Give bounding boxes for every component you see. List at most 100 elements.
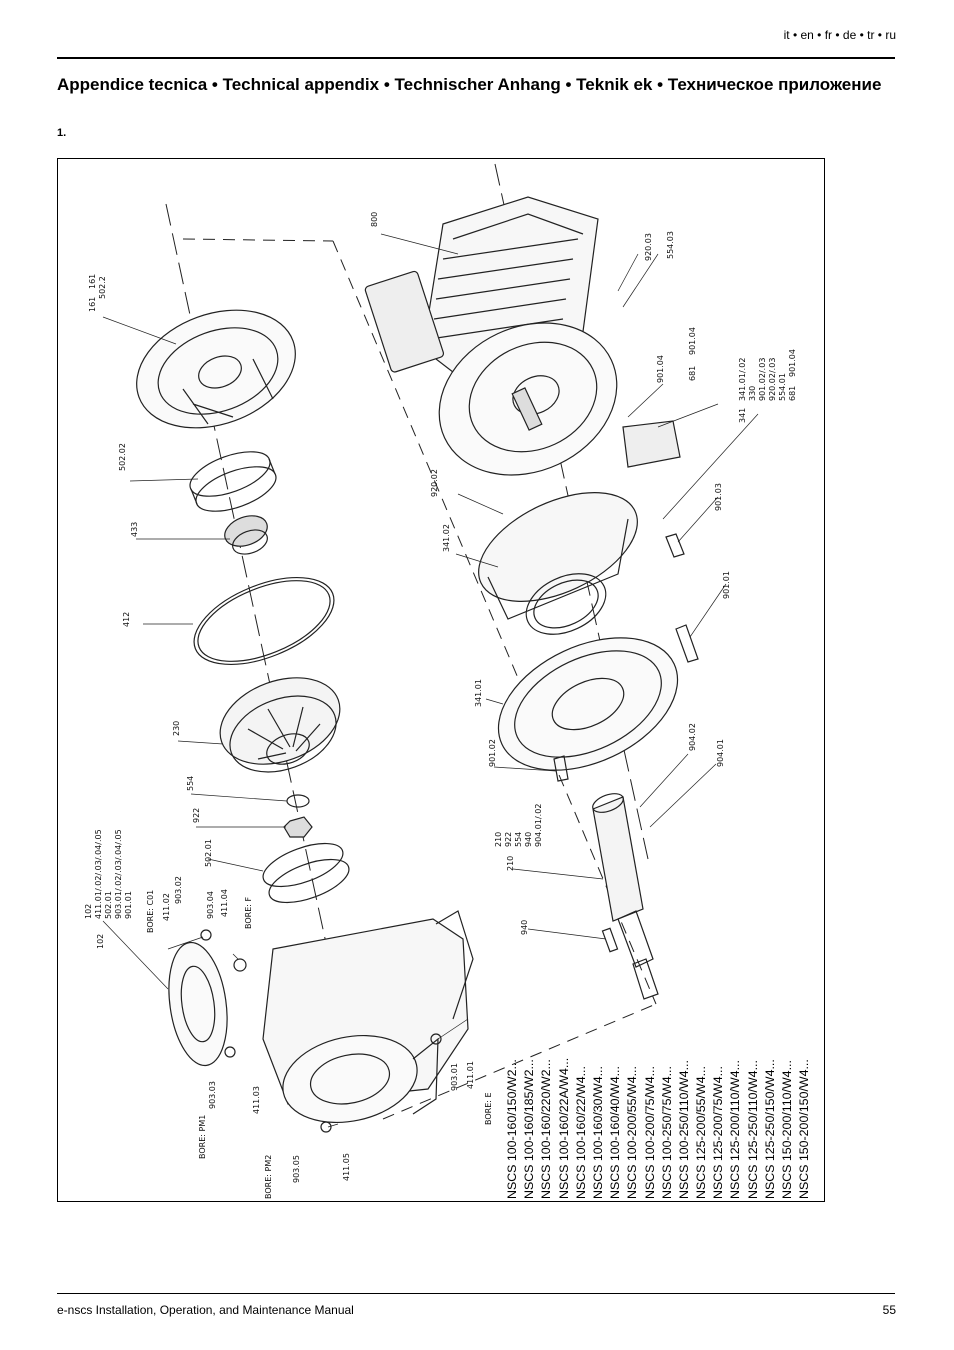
leader-line xyxy=(689,583,727,638)
model-item: NSCS 100-160/30/W4... xyxy=(590,1066,605,1199)
bolt-901-01 xyxy=(675,624,699,663)
leader-line xyxy=(190,793,288,802)
leader-line xyxy=(232,953,239,960)
model-item: NSCS 100-160/150/W2... xyxy=(505,1059,519,1199)
leader-line xyxy=(617,253,639,292)
axis-line xyxy=(382,1003,657,1120)
mechanical-seal-433 xyxy=(224,515,268,555)
washer-554 xyxy=(286,794,310,808)
label-800: 800 xyxy=(370,211,379,227)
shaft-210 xyxy=(592,793,659,1000)
label-161-group: 161 xyxy=(88,273,97,289)
label-901-02: 901.02 xyxy=(488,739,497,767)
footer-manual-title: e-nscs Installation, Operation, and Main… xyxy=(57,1303,354,1317)
model-item: NSCS 100-250/75/W4... xyxy=(659,1066,674,1199)
figure-number: 1. xyxy=(57,127,67,139)
guard-681 xyxy=(622,420,681,468)
leader-line xyxy=(129,478,199,482)
model-item: NSCS 125-200/55/W4... xyxy=(694,1066,709,1199)
label-230: 230 xyxy=(172,720,181,736)
label-102-group: 102 xyxy=(84,903,93,919)
model-item: NSCS 125-200/110/W4... xyxy=(728,1060,743,1199)
plug-903-03 xyxy=(224,1046,236,1058)
leader-line xyxy=(207,858,264,872)
leader-line xyxy=(485,698,504,705)
leader-line xyxy=(627,383,664,418)
wear-ring-502-02 xyxy=(189,451,277,512)
axis-line xyxy=(332,240,657,1005)
label-502-01: 502.01 xyxy=(204,839,213,867)
leader-line xyxy=(657,403,719,428)
model-item: NSCS 100-250/110/W4... xyxy=(676,1060,691,1199)
model-item: NSCS 100-160/40/W4... xyxy=(608,1066,623,1199)
label-554-01: 554.01 xyxy=(778,373,787,401)
label-554-group: 554 xyxy=(514,831,523,847)
label-210-group: 210 xyxy=(494,831,503,847)
leader-line xyxy=(622,253,659,308)
plug-903-05 xyxy=(320,1121,332,1133)
model-item: NSCS 100-160/220/W2... xyxy=(539,1059,554,1199)
model-item: NSCS 100-200/55/W4... xyxy=(625,1066,640,1199)
leader-line xyxy=(639,753,689,808)
label-bore-f: BORE: F xyxy=(244,896,253,929)
label-411-05: 411.05 xyxy=(342,1153,351,1181)
label-433: 433 xyxy=(130,521,139,537)
wear-ring-502-01 xyxy=(262,842,350,904)
label-341: 341 xyxy=(738,407,747,423)
label-922-group: 922 xyxy=(504,831,513,847)
bracket-341-02 xyxy=(478,492,638,635)
leader-line xyxy=(177,740,224,745)
adapter-341-01 xyxy=(497,637,679,771)
label-681: 681 xyxy=(688,365,697,381)
label-903-01: 903.01 xyxy=(450,1063,459,1091)
model-item: NSCS 100-160/22/W4... xyxy=(573,1066,588,1199)
axis-line xyxy=(182,238,334,242)
label-330: 330 xyxy=(748,385,757,401)
leader-line xyxy=(327,1123,339,1128)
model-item: NSCS 100-200/75/W4... xyxy=(642,1066,657,1199)
label-411-01: 411.01 xyxy=(466,1061,475,1089)
plug-903-04 xyxy=(233,958,247,972)
nut-922 xyxy=(283,816,313,838)
leader-line xyxy=(512,868,604,880)
label-bore-pm2: BORE: PM2 xyxy=(264,1154,273,1199)
label-904-01: 904.01 xyxy=(716,739,725,767)
model-item: NSCS 100-160/22A/W4... xyxy=(556,1057,571,1199)
page-number: 55 xyxy=(882,1303,896,1317)
key-940 xyxy=(601,927,619,953)
label-903-list: 903.01/.02/.03/.04/.05 xyxy=(114,829,123,919)
label-502-02: 502.02 xyxy=(118,443,127,471)
label-940: 940 xyxy=(520,919,529,935)
model-item: NSCS 125-250/110/W4... xyxy=(745,1060,760,1199)
leader-line xyxy=(527,928,607,940)
label-901-04-group: 901.04 xyxy=(688,327,697,355)
label-502-2: 502.2 xyxy=(98,276,107,299)
leader-line xyxy=(493,766,557,772)
label-901-01: 901.01 xyxy=(722,571,731,599)
label-922: 922 xyxy=(192,807,201,823)
label-904-list: 904.01/.02 xyxy=(534,803,543,847)
label-901-list: 901.02/.03 xyxy=(758,357,767,401)
o-ring-412 xyxy=(193,577,335,665)
label-903-03: 903.03 xyxy=(208,1081,217,1109)
model-item: NSCS 100-160/185/W2... xyxy=(522,1059,537,1199)
label-210: 210 xyxy=(506,855,515,871)
label-bore-c01: BORE: C01 xyxy=(146,889,155,933)
leader-line xyxy=(455,553,499,568)
label-904-02: 904.02 xyxy=(688,723,697,751)
label-102: 102 xyxy=(96,933,105,949)
label-681-group: 681 xyxy=(788,385,797,401)
label-341-list: 341.01/.02 xyxy=(738,357,747,401)
page-title: Appendice tecnica • Technical appendix •… xyxy=(57,75,882,94)
cover-161 xyxy=(136,309,296,429)
leader-line xyxy=(167,936,204,950)
label-903-02: 903.02 xyxy=(174,876,183,904)
impeller-230 xyxy=(219,677,341,773)
label-411-03: 411.03 xyxy=(252,1086,261,1114)
exploded-view-frame: 800 920.03 554.03 161 161 502.2 901.04 6… xyxy=(57,158,825,1202)
label-903-05: 903.05 xyxy=(292,1155,301,1183)
leader-line xyxy=(649,763,717,828)
motor-800 xyxy=(364,196,618,476)
plug-903-02 xyxy=(200,929,212,941)
label-554: 554 xyxy=(186,775,195,791)
